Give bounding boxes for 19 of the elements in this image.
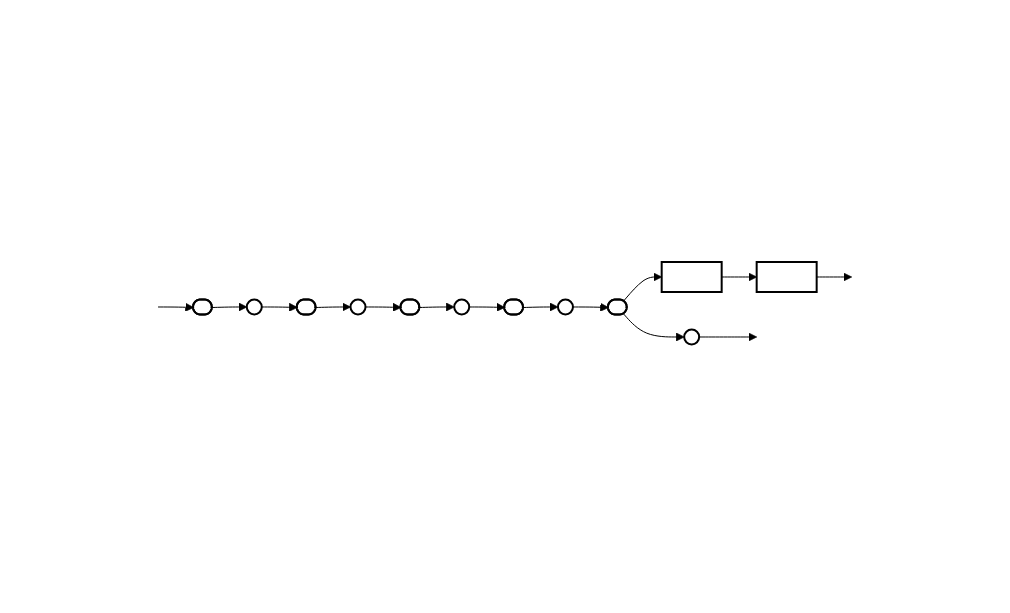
node-circle — [453, 298, 471, 315]
arrow — [572, 302, 609, 312]
arrow — [157, 302, 195, 312]
node-box — [755, 260, 818, 293]
arrow — [523, 302, 559, 311]
arrow — [623, 312, 685, 341]
arrow — [419, 302, 455, 311]
arrow — [315, 302, 352, 311]
arrow — [698, 332, 758, 341]
arrow — [816, 272, 853, 281]
node-box — [660, 260, 723, 293]
arrow — [365, 302, 402, 312]
arrow — [468, 302, 506, 312]
node-circle — [683, 328, 701, 345]
arrow — [261, 302, 298, 312]
arrow — [211, 302, 248, 311]
node-circle — [349, 298, 367, 315]
node-circle — [557, 298, 575, 315]
node-circle — [245, 298, 263, 315]
